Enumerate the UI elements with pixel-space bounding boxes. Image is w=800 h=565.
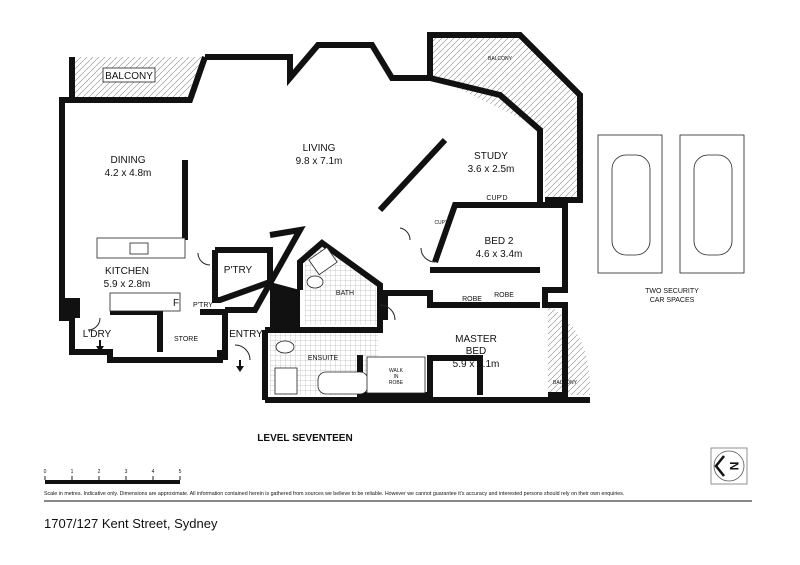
label-walk-in-robe: IN xyxy=(394,374,399,380)
disclaimer: Scale in metres. Indicative only. Dimens… xyxy=(44,491,624,497)
label-master: MASTER xyxy=(455,334,497,345)
svg-text:1: 1 xyxy=(71,469,74,475)
label-entry: ENTRY xyxy=(229,329,263,340)
label-laundry: L'DRY xyxy=(83,329,112,340)
entry-arrow-icon xyxy=(96,340,104,352)
label-balcony: BALCONY xyxy=(488,56,513,62)
column xyxy=(62,298,80,318)
label-living-size: 9.8 x 7.1m xyxy=(296,156,343,167)
label-master: BED xyxy=(466,346,487,357)
car-icon xyxy=(611,154,651,256)
label-pantry: P'TRY xyxy=(224,265,253,276)
address: 1707/127 Kent Street, Sydney xyxy=(44,516,218,531)
label-cupd: CUP'D xyxy=(486,195,507,202)
svg-text:5: 5 xyxy=(179,469,182,475)
label-study: STUDY xyxy=(474,151,508,162)
shower-icon xyxy=(308,246,338,276)
label-balcony: BALCONY xyxy=(553,380,578,386)
label-store: STORE xyxy=(174,336,198,343)
label-study-size: 3.6 x 2.5m xyxy=(468,164,515,175)
label-bath: BATH xyxy=(336,290,354,297)
bathtub-icon xyxy=(317,371,369,395)
label-master-size: 5.9 x 3.1m xyxy=(453,359,500,370)
label-cupd: CUP'D xyxy=(279,299,295,305)
svg-text:N: N xyxy=(727,462,741,471)
label-dining: DINING xyxy=(111,155,146,166)
svg-text:4: 4 xyxy=(152,469,155,475)
label-robe: ROBE xyxy=(494,292,514,299)
label-living: LIVING xyxy=(303,143,336,154)
north-compass-icon: N xyxy=(710,447,748,485)
level-title: LEVEL SEVENTEEN xyxy=(257,433,352,444)
balcony-master xyxy=(548,305,591,395)
label-dining-size: 4.2 x 4.8m xyxy=(105,168,152,179)
svg-text:2: 2 xyxy=(98,469,101,475)
label-bed2: BED 2 xyxy=(485,236,514,247)
room-labels: BALCONY BALCONY BALCONY DINING 4.2 x 4.8… xyxy=(83,56,699,386)
label-pantry: P'TRY xyxy=(193,302,213,309)
toilet-icon xyxy=(275,340,295,354)
sink-icon xyxy=(129,242,149,255)
entry-arrow-icon xyxy=(236,360,244,372)
label-robe: ROBE xyxy=(462,296,482,303)
walk-in-robe-box xyxy=(366,356,426,394)
label-bed2-size: 4.6 x 3.4m xyxy=(476,249,523,260)
doors xyxy=(87,227,436,361)
label-walk-in-robe: ROBE xyxy=(389,380,404,386)
label-ensuite: ENSUITE xyxy=(308,355,339,362)
balcony-top-right xyxy=(430,35,580,200)
kitchen-bench xyxy=(109,292,181,312)
duct xyxy=(270,282,300,330)
label-fridge: F xyxy=(173,298,179,309)
label-parking: CAR SPACES xyxy=(650,297,695,304)
label-kitchen-size: 5.9 x 2.8m xyxy=(104,279,151,290)
toilet-icon xyxy=(306,275,324,289)
label-parking: TWO SECURITY xyxy=(645,288,699,295)
car-icon xyxy=(693,154,733,256)
shower-icon xyxy=(274,367,298,395)
label-kitchen: KITCHEN xyxy=(105,266,149,277)
svg-text:3: 3 xyxy=(125,469,128,475)
svg-text:0: 0 xyxy=(44,469,47,475)
scale-bar: 0 1 2 3 4 5 xyxy=(44,469,182,484)
label-balcony: BALCONY xyxy=(105,71,153,82)
label-cupd: CUP'D xyxy=(434,220,450,226)
label-walk-in-robe: WALK xyxy=(389,368,404,374)
